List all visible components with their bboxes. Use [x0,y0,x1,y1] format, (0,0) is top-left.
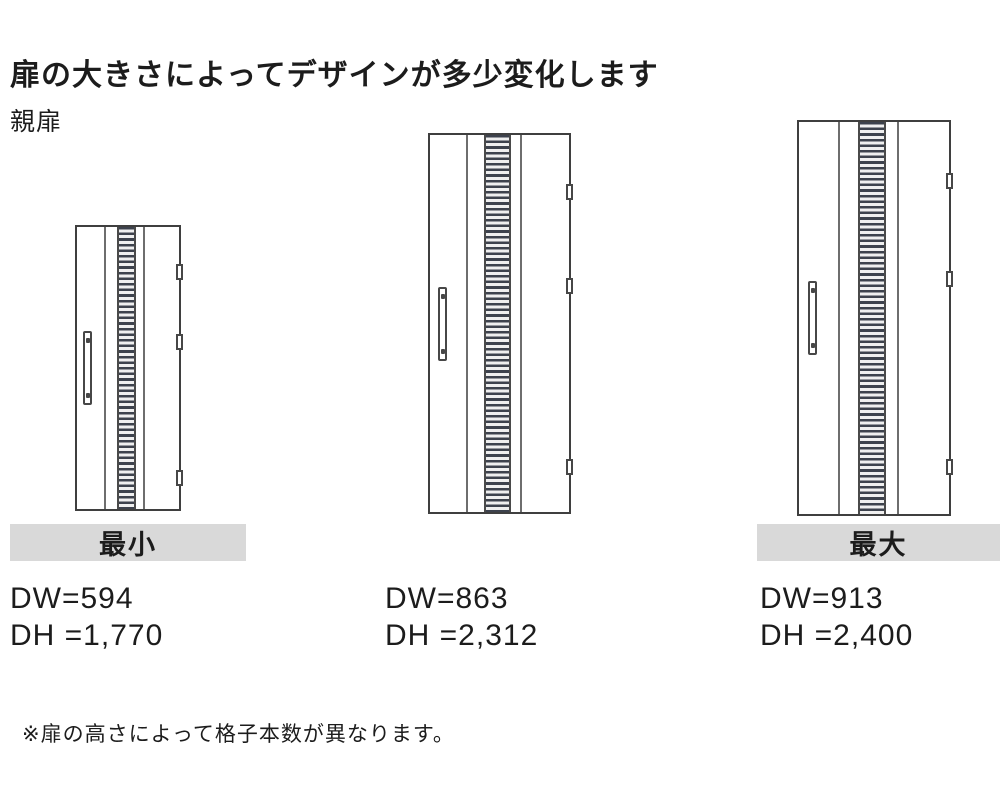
hinge-icon [176,469,183,486]
dimension-height: DH =2,312 [385,619,539,652]
dimensions-small: DW=594 DH =1,770 [10,580,163,654]
hinge-icon [566,184,573,200]
size-label-min-text: 最小 [99,530,157,560]
size-label-max-text: 最大 [849,530,908,560]
size-label-min: 最小 [10,524,246,561]
door-diagram-large [797,120,953,516]
hinge-icon [946,270,953,287]
door-panel-seam [896,122,899,514]
hinge-icon [566,459,573,476]
lattice-band [484,135,511,512]
door-panel-seam [103,227,106,509]
size-label-max: 最大 [757,524,1000,561]
door-diagram-small [75,225,183,511]
door-panel-seam [143,227,146,509]
door-panel-seam [520,135,523,512]
hinge-icon [946,172,953,189]
door-panel-seam [838,122,840,514]
dimension-width: DW=913 [760,582,884,615]
lattice-band [116,227,137,509]
dimension-height: DH =1,770 [10,619,164,652]
door-diagram-medium [428,133,573,514]
footnote: ※扉の高さによって格子本数が異なります。 [22,723,455,746]
handle-icon [438,286,448,361]
dimensions-medium: DW=863 DH =2,312 [385,580,538,654]
lattice-band [857,122,886,514]
page-title: 扉の大きさによってデザインが多少変化します [10,59,659,92]
door-type-label: 親扉 [10,108,63,136]
hinge-icon [946,459,953,476]
hinge-icon [566,278,573,295]
hinge-icon [176,263,183,280]
door-panel-seam [466,135,469,512]
dimension-width: DW=863 [385,582,509,615]
handle-icon [83,331,93,405]
hinge-icon [176,334,183,351]
dimensions-large: DW=913 DH =2,400 [760,580,913,654]
dimension-height: DH =2,400 [760,619,914,652]
handle-icon [808,281,817,355]
dimension-width: DW=594 [10,582,134,615]
